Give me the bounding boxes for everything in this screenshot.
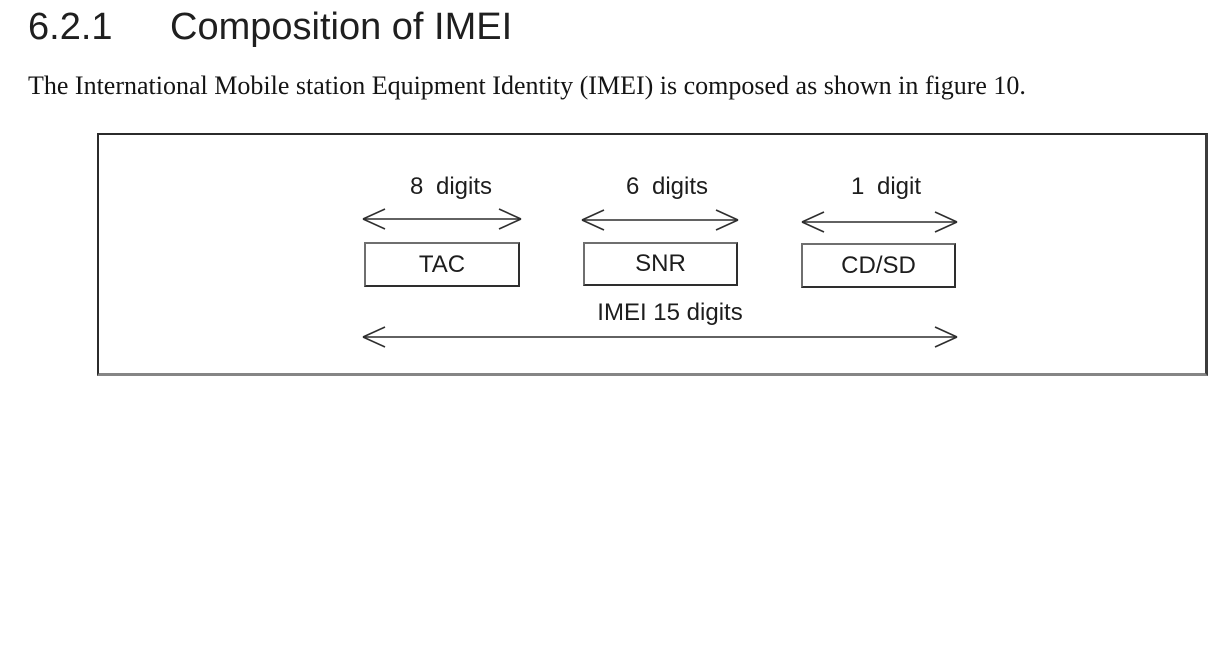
imei-total-label: IMEI 15 digits — [597, 299, 743, 326]
figure-10-frame: 8 digits 6 digits 1 digit TAC SNR CD/SD … — [97, 133, 1208, 376]
snr-size-label: 6 digits — [625, 173, 709, 200]
section-number: 6.2.1 — [28, 6, 113, 48]
section-heading: 6.2.1 Composition of IMEI — [28, 6, 512, 49]
snr-width-arrow — [581, 209, 739, 231]
cdsd-size-label: 1 digit — [850, 173, 922, 200]
cdsd-width-arrow — [801, 211, 958, 233]
tac-width-arrow — [362, 208, 522, 230]
cdsd-box-label: CD/SD — [841, 251, 916, 279]
imei-total-arrow — [362, 326, 958, 348]
snr-box-label: SNR — [635, 250, 686, 277]
body-paragraph: The International Mobile station Equipme… — [28, 71, 1026, 100]
cdsd-box: CD/SD — [801, 243, 956, 288]
tac-box: TAC — [364, 242, 520, 287]
tac-size-label: 8 digits — [409, 173, 493, 200]
snr-box: SNR — [583, 242, 738, 286]
section-title: Composition of IMEI — [170, 6, 513, 48]
figure-arrows — [362, 208, 958, 348]
tac-box-label: TAC — [418, 250, 466, 278]
